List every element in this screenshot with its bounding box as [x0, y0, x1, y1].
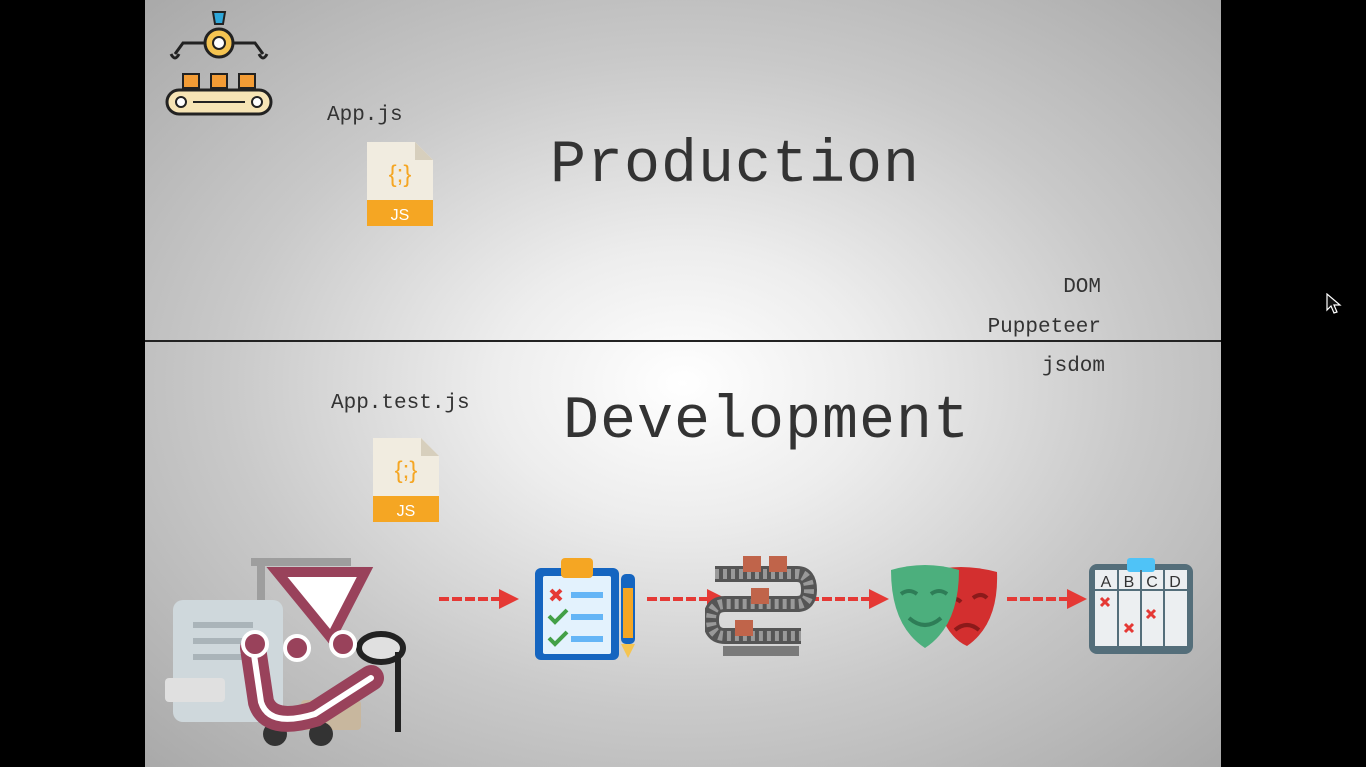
svg-text:{;}: {;} [395, 457, 418, 484]
arrow-1-icon [439, 589, 519, 609]
production-file-label: App.js [327, 104, 403, 127]
theatre-masks-icon [891, 565, 998, 648]
development-file-label: App.test.js [331, 392, 470, 415]
production-title: Production [550, 132, 921, 200]
tool-label-jsdom: jsdom [1041, 355, 1105, 378]
js-badge: JS [391, 207, 410, 224]
grid-header-b: B [1124, 574, 1135, 591]
conveyor-belt-icon [705, 556, 817, 656]
grid-header-d: D [1169, 574, 1181, 591]
js-file-icon: {;} JS [367, 142, 433, 226]
factory-conveyor-icon [165, 11, 273, 116]
js-badge: JS [397, 503, 416, 520]
checklist-clipboard-icon [535, 558, 635, 660]
js-test-file-icon: {;} JS [373, 438, 439, 522]
arrow-4-icon [1007, 589, 1087, 609]
svg-text:{;}: {;} [389, 161, 412, 188]
arrow-3-icon [809, 589, 889, 609]
tool-label-puppeteer: Puppeteer [987, 316, 1101, 339]
slide: App.js {;} JS Production DOM Puppeteer j… [145, 0, 1221, 767]
test-grid-icon: A B C D [1089, 558, 1193, 654]
development-title: Development [563, 388, 971, 456]
mouse-cursor-icon [1326, 293, 1342, 314]
grid-header-a: A [1101, 574, 1112, 591]
grid-header-c: C [1146, 574, 1158, 591]
section-divider [145, 340, 1221, 342]
tool-label-dom: DOM [1063, 276, 1101, 299]
jest-logo-icon [165, 558, 406, 746]
